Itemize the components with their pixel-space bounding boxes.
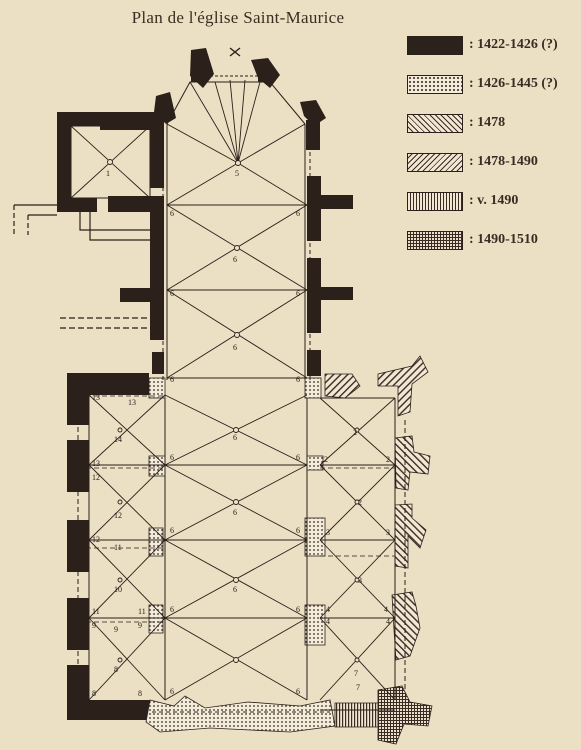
label-chapel-keystone: 1 — [106, 169, 110, 178]
label-left-mark-4: 12 — [92, 473, 100, 482]
label-right-mark-5: 4 — [326, 605, 330, 614]
label-pier-7: 6 — [170, 453, 174, 462]
label-right-key-1: 2 — [353, 428, 357, 437]
legend-item-v-1490: : v. 1490 — [407, 192, 579, 231]
label-left-mark-7: 11 — [138, 607, 146, 616]
walls-v-1490 — [334, 702, 379, 728]
label-pier-12: 6 — [296, 605, 300, 614]
legend-label: : 1490-1510 — [469, 232, 538, 247]
label-pier-11: 6 — [170, 605, 174, 614]
label-left-mark-8: 9 — [92, 621, 96, 630]
label-nave-keystone-1: 6 — [233, 255, 237, 264]
label-nave-keystone-3: 6 — [233, 433, 237, 442]
label-pier-10: 6 — [296, 526, 300, 535]
walls-1426-1445 — [145, 377, 336, 733]
legend-label: : 1426-1445 (?) — [469, 76, 558, 91]
label-right-mark-8: 7 — [356, 683, 360, 692]
legend-item-1426-1445: : 1426-1445 (?) — [407, 75, 579, 114]
label-right-mark-2: 2 — [386, 455, 390, 464]
legend-item-1478-1490: : 1478-1490 — [407, 153, 579, 192]
label-pier-14: 6 — [296, 687, 300, 696]
legend-swatch-vertical — [407, 192, 463, 211]
label-right-mark-4: 3 — [386, 528, 390, 537]
walls-1490-1510 — [377, 685, 433, 745]
walls-1422-1426 — [57, 48, 353, 720]
label-pier-4: 6 — [296, 289, 300, 298]
legend-item-1422-1426: : 1422-1426 (?) — [407, 36, 579, 75]
transverse-lines — [78, 395, 395, 623]
legend-item-1478: : 1478 — [407, 114, 579, 153]
label-left-mark-2: 13 — [128, 398, 136, 407]
plan-labels: 5 1 6 6 6 6 6 6 6 6 6 6 6 6 6 6 6 6 6 6 … — [92, 169, 390, 698]
legend-swatch-solid — [407, 36, 463, 55]
label-pier-3: 6 — [170, 289, 174, 298]
legend-label: : v. 1490 — [469, 193, 519, 208]
label-left-mark-1: 13 — [92, 393, 100, 402]
label-right-key-4: 4 — [384, 605, 388, 614]
label-left-key-1: 14 — [114, 435, 122, 444]
label-right-key-5: 7 — [354, 669, 358, 678]
keystones — [107, 159, 360, 663]
label-right-mark-3: 3 — [326, 528, 330, 537]
label-pier-1: 6 — [170, 209, 174, 218]
legend-label: : 1478 — [469, 115, 506, 130]
label-right-key-3: 3 — [358, 576, 362, 585]
label-left-key-2: 12 — [114, 511, 122, 520]
label-left-mark-5: 12 — [92, 535, 100, 544]
label-pier-2: 6 — [296, 209, 300, 218]
label-right-mark-7: 4 — [386, 617, 390, 626]
legend-label: : 1478-1490 — [469, 154, 538, 169]
label-left-key-5: 9 — [114, 625, 118, 634]
label-right-key-2: 2 — [358, 498, 362, 507]
label-left-mark-11: 8 — [138, 689, 142, 698]
legend-swatch-hatch-right — [407, 114, 463, 133]
label-right-mark-1: 2 — [324, 455, 328, 464]
legend: : 1422-1426 (?) : 1426-1445 (?) : 1478 :… — [407, 36, 579, 270]
label-left-mark-9: 9 — [138, 621, 142, 630]
vault-outline — [70, 75, 406, 713]
label-choir-keystone: 5 — [235, 169, 239, 178]
label-left-key-6: 8 — [114, 665, 118, 674]
plan-title: Plan de l'église Saint-Maurice — [131, 8, 345, 27]
label-left-mark-3: 13 — [92, 459, 100, 468]
label-pier-9: 6 — [170, 526, 174, 535]
legend-swatch-dotted — [407, 75, 463, 94]
label-pier-13: 6 — [170, 687, 174, 696]
legend-swatch-hatch-left — [407, 153, 463, 172]
label-nave-keystone-5: 6 — [233, 585, 237, 594]
walls-1478-1490 — [391, 435, 431, 661]
label-nave-keystone-4: 6 — [233, 508, 237, 517]
approach-lines — [13, 204, 150, 329]
label-left-mark-6: 11 — [92, 607, 100, 616]
apse-cross-icon — [229, 47, 241, 57]
label-pier-6: 6 — [296, 375, 300, 384]
label-pier-5: 6 — [170, 375, 174, 384]
label-left-key-4: 10 — [114, 585, 122, 594]
label-right-mark-6: 4 — [326, 617, 330, 626]
legend-swatch-cross — [407, 231, 463, 250]
legend-label: : 1422-1426 (?) — [469, 37, 558, 52]
walls-1478 — [324, 355, 429, 417]
label-pier-8: 6 — [296, 453, 300, 462]
legend-item-1490-1510: : 1490-1510 — [407, 231, 579, 270]
label-left-mark-10: 8 — [92, 689, 96, 698]
label-nave-keystone-2: 6 — [233, 343, 237, 352]
label-left-key-3: 11 — [114, 543, 122, 552]
